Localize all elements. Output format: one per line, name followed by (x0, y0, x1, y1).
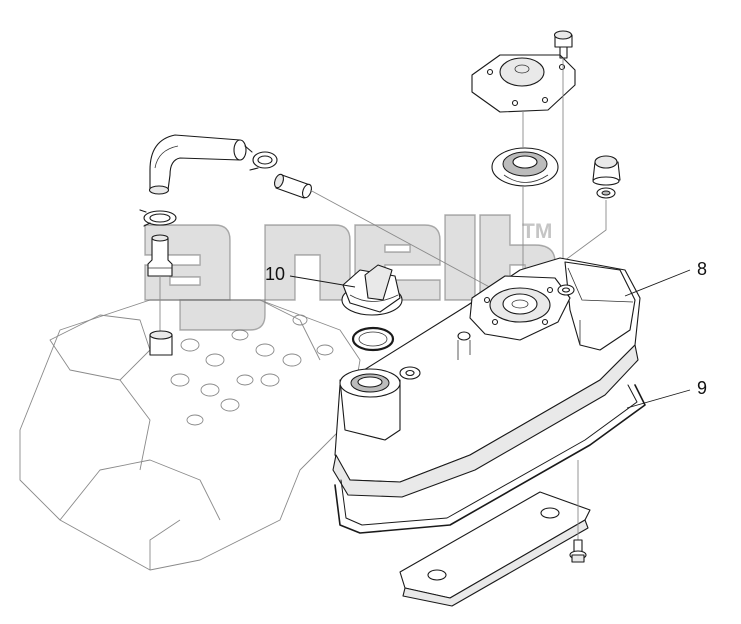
callout-label-9: 9 (697, 378, 707, 398)
sealing-washer (596, 187, 616, 199)
callout-9: 9 (626, 378, 707, 409)
engine-block (19, 299, 361, 571)
breather-hose (148, 134, 247, 195)
cover-screw (553, 30, 573, 59)
valve-cover (332, 257, 641, 498)
hose-clamp-upper (244, 145, 278, 171)
callout-label-8: 8 (697, 259, 707, 279)
mounting-bracket (399, 491, 591, 607)
cap-nut (592, 155, 621, 186)
callout-8: 8 (624, 259, 707, 297)
breather-diaphragm (491, 147, 559, 187)
trademark-mark: TM (522, 220, 552, 243)
callout-label-10: 10 (265, 264, 285, 284)
valve-cover-gasket (334, 384, 646, 534)
hose-connector (273, 173, 313, 199)
hose-clamp-lower (139, 209, 177, 227)
filler-o-ring (351, 326, 395, 352)
watermark-logo: TM (144, 214, 556, 331)
breather-cover (471, 54, 576, 113)
callout-10: 10 (265, 264, 356, 288)
bracket-screw (569, 460, 587, 563)
oil-filler-cap (341, 264, 403, 316)
assembly-line-hose (309, 189, 496, 291)
breather-fitting (147, 234, 173, 356)
